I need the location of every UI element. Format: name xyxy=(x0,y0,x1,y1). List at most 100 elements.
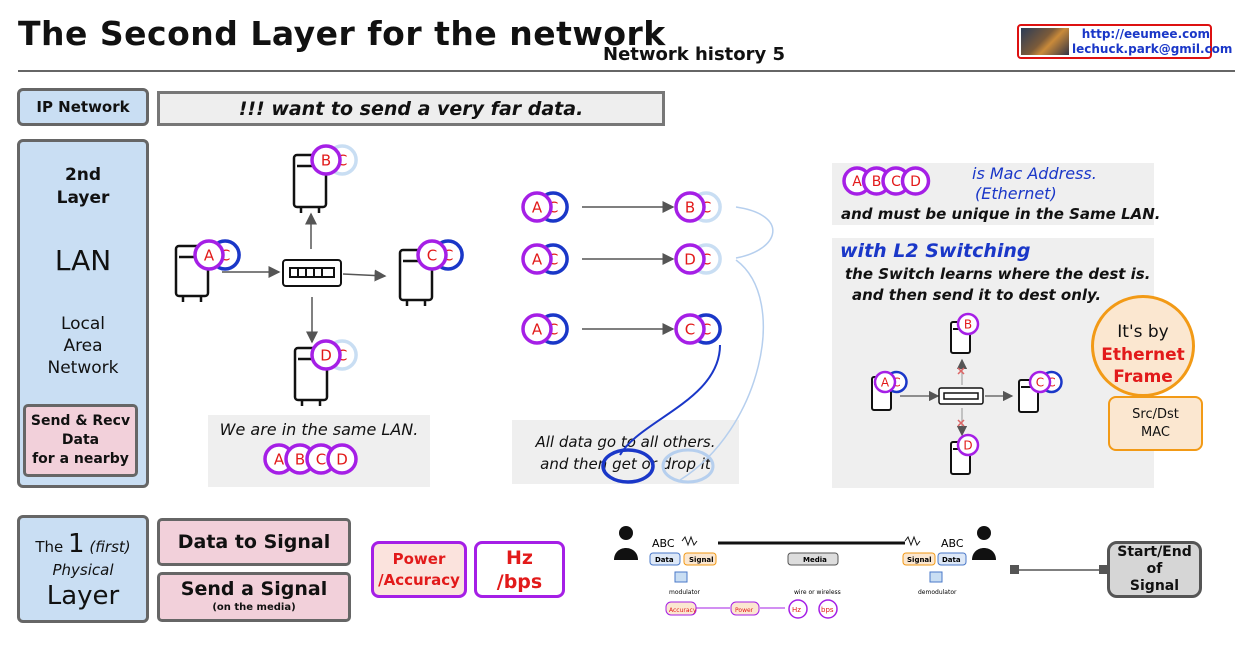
author-email[interactable]: lechuck.park@gmil.com xyxy=(1072,42,1233,56)
svg-text:C: C xyxy=(1047,375,1055,389)
layer2-local: Local xyxy=(60,314,106,334)
ethernet-line2: Ethernet xyxy=(1101,345,1185,365)
mac-badge-mac: B xyxy=(674,191,706,223)
header-divider xyxy=(18,70,1235,72)
layer2-line1: 2nd xyxy=(64,165,102,185)
switching-title: with L2 Switching xyxy=(840,240,1031,262)
svg-text:B: B xyxy=(321,151,331,169)
page-subtitle: Network history 5 xyxy=(603,44,786,65)
mac-badge-mac: A xyxy=(521,191,553,223)
svg-text:A: A xyxy=(532,198,543,216)
start-end-connector xyxy=(1010,565,1108,574)
layer1-line2: Physical xyxy=(52,561,114,579)
flood-curves xyxy=(601,206,774,484)
author-url[interactable]: http://eeumee.com xyxy=(1081,27,1210,41)
svg-text:D: D xyxy=(963,438,972,452)
mac-badge-mac: A xyxy=(521,243,553,275)
ethernet-frame-label: Ethernet Frame xyxy=(1091,344,1195,388)
bps-label: /bps xyxy=(496,570,543,593)
send-signal-sub: (on the media) xyxy=(212,602,296,613)
svg-text:C: C xyxy=(337,151,347,169)
mac-badge-mac: C xyxy=(1028,370,1052,394)
ip-network-label: IP Network xyxy=(17,88,149,126)
svg-text:B: B xyxy=(964,317,972,331)
start-end-line3: Signal xyxy=(1129,578,1180,594)
layer1-paren: (first) xyxy=(89,538,131,556)
send-recv-line1: Send & Recv xyxy=(30,413,131,429)
switch-node-bottom: D xyxy=(956,433,980,457)
send-signal-label: Send a Signal xyxy=(180,578,328,600)
mini-media: Media xyxy=(803,556,827,564)
mini-wire: wire or wireless xyxy=(794,589,841,596)
flood-caption: All data go to all others. and then get … xyxy=(512,431,739,475)
mac-label: MAC xyxy=(1141,424,1170,440)
mac-badge-mac: A xyxy=(193,239,225,271)
svg-text:C: C xyxy=(892,375,900,389)
svg-text:C: C xyxy=(220,246,230,264)
layer2-line2: Layer xyxy=(56,188,110,208)
lan-caption: We are in the same LAN. xyxy=(219,420,419,439)
svg-text:C: C xyxy=(701,250,711,268)
svg-text:C: C xyxy=(548,250,558,268)
svg-text:C: C xyxy=(316,450,326,468)
svg-text:C: C xyxy=(337,346,347,364)
mini-bps: bps xyxy=(821,606,834,614)
svg-text:C: C xyxy=(427,246,437,264)
layer1-number: 1 xyxy=(68,529,85,559)
page-title: The Second Layer for the network xyxy=(18,14,666,53)
src-dst-label: Src/Dst xyxy=(1132,406,1179,422)
send-signal-box xyxy=(157,572,351,622)
mac-badge-mac: D xyxy=(674,243,706,275)
data-to-signal-box: Data to Signal xyxy=(157,518,351,566)
switching-line1: the Switch learns where the dest is. xyxy=(845,265,1151,283)
mini-signal-left: Signal xyxy=(689,556,714,564)
mac-badge-mac: A xyxy=(521,313,553,345)
physical-mini-diagram xyxy=(614,526,996,619)
svg-text:A: A xyxy=(204,246,215,264)
hz-label: Hz xyxy=(506,546,533,569)
send-recv-line2: Data xyxy=(61,432,100,448)
svg-text:A: A xyxy=(881,375,890,389)
power-label: Power xyxy=(392,549,446,568)
ethernet-frame-circle xyxy=(1091,295,1195,397)
ip-network-message: !!! want to send a very far data. xyxy=(157,91,665,126)
svg-text:B: B xyxy=(295,450,305,468)
switch-icon xyxy=(282,259,342,287)
hz-bps-box: Hz/bps xyxy=(474,541,565,598)
svg-text:C: C xyxy=(701,198,711,216)
svg-text:C: C xyxy=(548,198,558,216)
flood-arrows xyxy=(582,201,675,335)
layer2-local-area-network: Local Area Network xyxy=(17,313,149,379)
send-recv-line3: for a nearby xyxy=(32,451,129,467)
mini-abc-right: ABC xyxy=(941,537,964,550)
mini-hz: Hz xyxy=(792,606,801,614)
svg-text:A: A xyxy=(532,320,543,338)
mini-power: Power xyxy=(735,607,754,614)
switching-line2: and then send it to dest only. xyxy=(852,286,1102,304)
switch-node-top: B xyxy=(956,312,980,336)
layer2-title: 2nd Layer xyxy=(17,164,149,210)
mac-badge-mac: A xyxy=(873,370,897,394)
svg-text:D: D xyxy=(684,250,696,268)
author-badge[interactable] xyxy=(1017,24,1212,59)
accuracy-label: /Accuracy xyxy=(378,570,460,589)
svg-text:A: A xyxy=(532,250,543,268)
flood-caption-line1: All data go to all others. xyxy=(535,433,716,451)
mac-info-line1: is Mac Address. xyxy=(972,164,1097,183)
svg-text:C: C xyxy=(701,320,711,338)
layer1-box xyxy=(17,515,149,623)
author-logo xyxy=(1021,28,1069,55)
switch-icon xyxy=(938,387,984,405)
mac-badge-mac: D xyxy=(310,339,342,371)
switching-block-icon xyxy=(957,367,965,427)
ethernet-line1: It's by xyxy=(1117,322,1169,342)
svg-text:C: C xyxy=(685,320,695,338)
flood-caption-pre: and then xyxy=(540,455,608,473)
svg-text:B: B xyxy=(685,198,695,216)
src-dst-mac-box: Src/Dst MAC xyxy=(1108,396,1203,451)
mac-badge-mac: C xyxy=(674,313,706,345)
svg-text:A: A xyxy=(852,174,862,190)
svg-text:C: C xyxy=(548,320,558,338)
